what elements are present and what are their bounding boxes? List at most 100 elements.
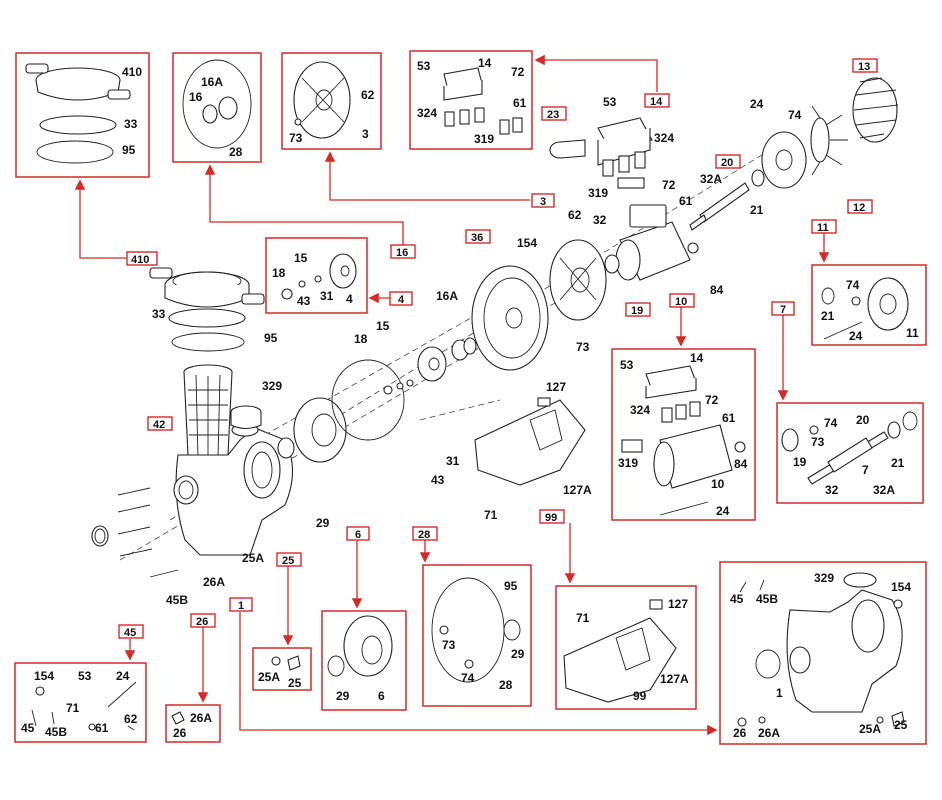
- part-number-label: 20: [721, 157, 733, 169]
- part-number-label: 24: [716, 504, 730, 518]
- part-number-label: 72: [705, 393, 719, 407]
- part-number-label: 53: [78, 669, 92, 683]
- part-number-label: 73: [442, 638, 456, 652]
- part-number-label: 29: [511, 647, 525, 661]
- detail-7: 74 20 19 73 7 21 32 32A: [781, 411, 918, 497]
- detail-10: 53 14 324 72 61 319 84 10 24: [618, 351, 748, 518]
- drain-plug-bolts: [91, 487, 179, 578]
- label-329: 329: [262, 379, 282, 393]
- part-number-label: 11: [906, 326, 919, 340]
- part-number-label: 29: [336, 689, 350, 703]
- part-number-label: 19: [631, 305, 643, 317]
- tag-4: 4: [389, 291, 413, 306]
- part-number-label: 154: [891, 580, 911, 594]
- part-number-label: 45B: [756, 592, 778, 606]
- part-number-label: 1: [776, 686, 783, 700]
- part-number-label: 11: [817, 222, 829, 234]
- part-number-label: 154: [34, 669, 54, 683]
- label-18: 18: [354, 332, 368, 346]
- part-number-label: 26A: [758, 726, 780, 740]
- diffuser-36: [471, 265, 549, 371]
- label-74: 74: [788, 108, 802, 122]
- tag-20: 20: [715, 154, 741, 169]
- label-127: 127: [546, 380, 566, 394]
- shaft-7: [689, 169, 765, 231]
- tag-16: 16: [390, 244, 416, 259]
- part-number-label: 25A: [859, 722, 881, 736]
- rear-cover-11: [761, 131, 807, 189]
- part-number-label: 23: [547, 109, 559, 121]
- part-number-label: 127A: [660, 672, 689, 686]
- part-number-label: 99: [545, 512, 557, 524]
- strainer-basket-42: [183, 364, 233, 461]
- part-number-label: 62: [361, 88, 375, 102]
- label-33: 33: [152, 307, 166, 321]
- part-number-label: 33: [124, 117, 138, 131]
- detail-99: 71 127 127A 99: [563, 597, 689, 703]
- part-number-label: 1: [238, 600, 244, 612]
- label-127A: 127A: [563, 483, 592, 497]
- part-number-label: 45: [730, 592, 744, 606]
- diffuser-o-ring-28: [331, 359, 405, 441]
- part-number-label: 74: [846, 278, 860, 292]
- part-number-label: 25: [288, 676, 302, 690]
- part-number-label: 4: [398, 294, 405, 306]
- part-number-label: 15: [294, 251, 308, 265]
- terminal-box-14: [597, 117, 653, 189]
- part-number-label: 28: [418, 529, 430, 541]
- label-15: 15: [376, 319, 390, 333]
- label-154: 154: [517, 236, 537, 250]
- part-number-label: 329: [814, 571, 834, 585]
- part-number-label: 42: [153, 419, 165, 431]
- part-number-label: 28: [229, 145, 243, 159]
- tag-11: 11: [811, 219, 837, 234]
- tag-13: 13: [852, 58, 878, 73]
- tag-42: 42: [147, 416, 173, 431]
- tag-10: 10: [669, 293, 695, 308]
- o-ring-33: [168, 308, 246, 328]
- detail-410: 410 33 95: [25, 63, 142, 164]
- detail-26: 26A 26: [171, 711, 212, 740]
- capacitor-23: [549, 139, 586, 159]
- part-number-label: 45: [21, 721, 35, 735]
- detail-45: 154 53 24 71 45 45B 61 62: [21, 669, 138, 739]
- part-number-label: 62: [124, 712, 138, 726]
- part-number-label: 26: [196, 616, 208, 628]
- tag-14: 14: [644, 93, 670, 108]
- motor-10-main: [604, 204, 699, 281]
- part-number-label: 73: [811, 435, 825, 449]
- part-number-label: 26: [733, 726, 747, 740]
- part-number-label: 61: [513, 96, 527, 110]
- part-number-label: 31: [320, 289, 334, 303]
- tag-7: 7: [771, 301, 795, 316]
- tag-26: 26: [190, 613, 216, 628]
- part-number-label: 14: [478, 56, 492, 70]
- part-number-label: 14: [690, 351, 704, 365]
- detail-25: 25A 25: [258, 655, 302, 690]
- part-number-label: 21: [821, 309, 835, 323]
- part-number-label: 32A: [873, 483, 895, 497]
- part-number-label: 53: [620, 358, 634, 372]
- part-number-label: 7: [780, 304, 786, 316]
- tag-28: 28: [412, 526, 438, 541]
- detail-16: 16A 16 28: [182, 59, 252, 159]
- part-number-label: 73: [289, 131, 303, 145]
- part-number-label: 71: [66, 701, 80, 715]
- tag-23: 23: [541, 106, 567, 121]
- part-number-label: 127: [668, 597, 688, 611]
- part-number-label: 10: [675, 296, 687, 308]
- part-number-label: 25A: [258, 670, 280, 684]
- label-53: 53: [603, 95, 617, 109]
- part-number-label: 74: [461, 671, 475, 685]
- part-number-label: 6: [355, 529, 361, 541]
- label-73: 73: [576, 340, 590, 354]
- label-25A: 25A: [242, 551, 264, 565]
- tag-6: 6: [346, 526, 370, 541]
- part-number-label: 45: [124, 627, 136, 639]
- label-62: 62: [568, 208, 582, 222]
- fan-12: [810, 105, 848, 176]
- part-number-label: 410: [131, 254, 149, 266]
- base-99: [474, 397, 586, 486]
- motor-bracket-3: [549, 239, 607, 321]
